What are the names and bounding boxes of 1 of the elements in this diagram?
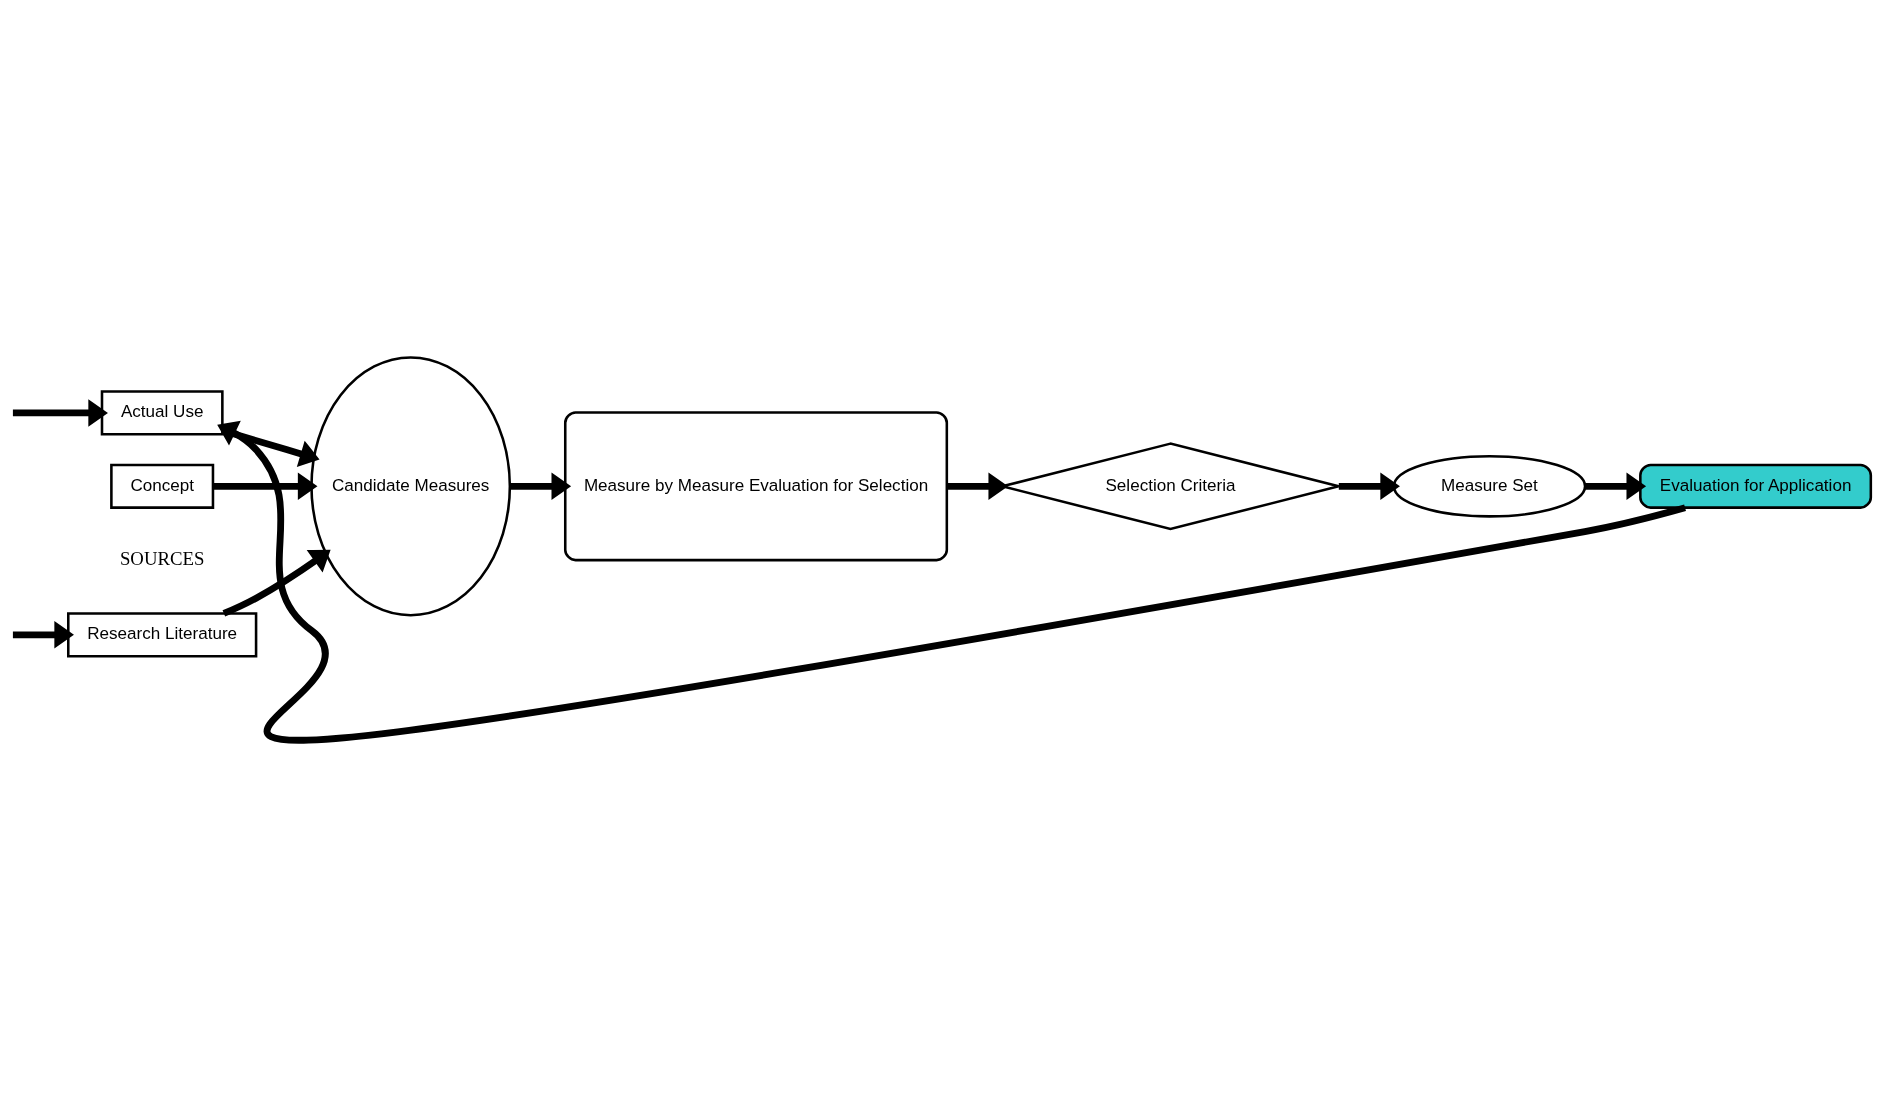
label: SOURCES [119,547,205,569]
